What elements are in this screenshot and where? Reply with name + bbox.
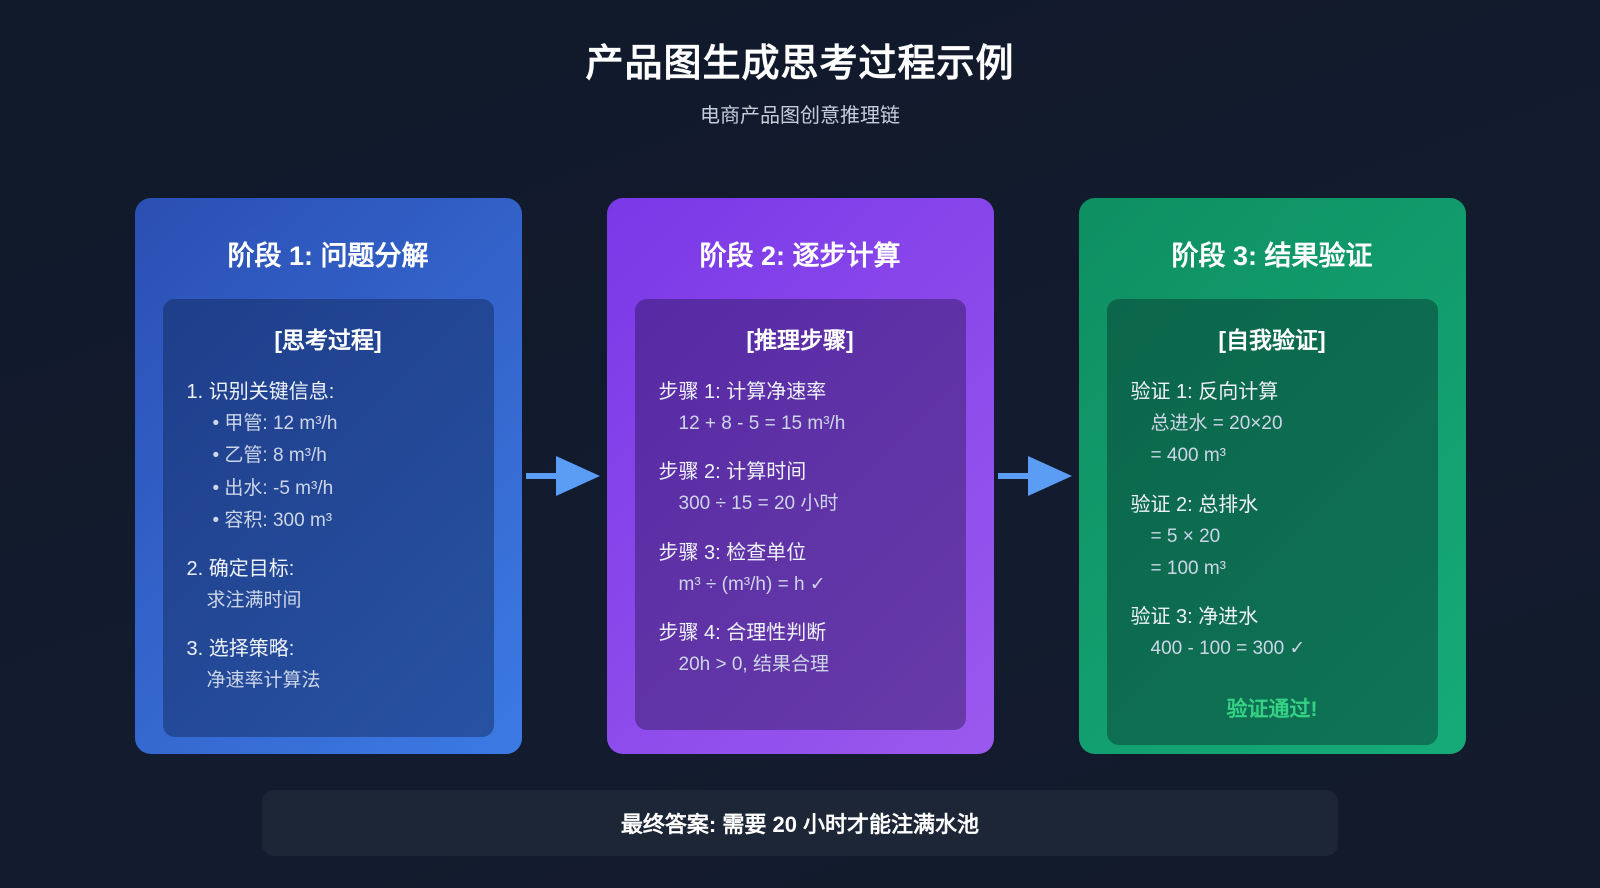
block-heading: 验证 2: 总排水 (1130, 493, 1259, 516)
stage-1-title: 阶段 1: 问题分解 (227, 241, 429, 271)
thought-block: 1. 识别关键信息: • 甲管: 12 m³/h • 乙管: 8 m³/h • … (187, 377, 470, 537)
block-heading: 步骤 3: 检查单位 (658, 541, 807, 564)
thought-block: 2. 确定目标: 求注满时间 (187, 554, 470, 617)
page-header: 产品图生成思考过程示例 电商产品图创意推理链 (0, 0, 1600, 128)
detail-line: 20h > 0, 结果合理 (678, 653, 829, 675)
detail-line: 总进水 = 20×20 (1150, 413, 1283, 434)
stage-2-title: 阶段 2: 逐步计算 (699, 241, 901, 271)
verify-block: 验证 3: 净进水 400 - 100 = 300 ✓ (1131, 602, 1414, 665)
final-answer-text: 最终答案: 需要 20 小时才能注满水池 (620, 812, 980, 837)
final-answer-bar: 最终答案: 需要 20 小时才能注满水池 (262, 790, 1338, 856)
stage-1-panel: [思考过程] 1. 识别关键信息: • 甲管: 12 m³/h • 乙管: 8 … (162, 299, 494, 737)
detail-line: • 乙管: 8 m³/h (212, 445, 327, 467)
block-heading: 步骤 2: 计算时间 (658, 461, 807, 484)
detail-line: • 甲管: 12 m³/h (212, 413, 338, 434)
flow-arrow-2 (994, 198, 1079, 754)
page-subtitle: 电商产品图创意推理链 (700, 105, 900, 127)
stage-2-panel-header: [推理步骤] (746, 327, 854, 353)
page-title: 产品图生成思考过程示例 (585, 43, 1015, 85)
block-heading: 3. 选择策略: (186, 638, 295, 661)
stage-card-decomposition: 阶段 1: 问题分解 [思考过程] 1. 识别关键信息: • 甲管: 12 m³… (134, 198, 522, 754)
stage-3-title: 阶段 3: 结果验证 (1171, 241, 1373, 271)
detail-line: 300 ÷ 15 = 20 小时 (678, 493, 839, 515)
step-block: 步骤 4: 合理性判断 20h > 0, 结果合理 (659, 618, 942, 681)
detail-line: = 400 m³ (1150, 445, 1227, 467)
verification-passed-badge: 验证通过! (1226, 698, 1318, 722)
detail-line: • 出水: -5 m³/h (212, 477, 334, 499)
arrow-right-icon (526, 456, 600, 496)
block-heading: 验证 3: 净进水 (1130, 606, 1259, 629)
stage-card-verification: 阶段 3: 结果验证 [自我验证] 验证 1: 反向计算 总进水 = 20×20… (1078, 198, 1466, 754)
block-heading: 1. 识别关键信息: (186, 381, 335, 403)
step-block: 步骤 1: 计算净速率 12 + 8 - 5 = 15 m³/h (659, 377, 942, 440)
stage-3-panel: [自我验证] 验证 1: 反向计算 总进水 = 20×20 = 400 m³ 验… (1106, 299, 1438, 746)
detail-line: 净速率计算法 (206, 670, 321, 692)
step-block: 步骤 3: 检查单位 m³ ÷ (m³/h) = h ✓ (659, 538, 942, 601)
step-block: 步骤 2: 计算时间 300 ÷ 15 = 20 小时 (659, 457, 942, 520)
stage-card-calculation: 阶段 2: 逐步计算 [推理步骤] 步骤 1: 计算净速率 12 + 8 - 5… (606, 198, 994, 754)
block-heading: 2. 确定目标: (186, 558, 295, 581)
block-heading: 验证 1: 反向计算 (1130, 381, 1279, 403)
stage-flow-row: 阶段 1: 问题分解 [思考过程] 1. 识别关键信息: • 甲管: 12 m³… (0, 198, 1600, 754)
block-heading: 步骤 4: 合理性判断 (658, 621, 827, 644)
stage-1-panel-header: [思考过程] (274, 327, 382, 353)
thought-block: 3. 选择策略: 净速率计算法 (187, 634, 470, 697)
detail-line: • 容积: 300 m³ (212, 509, 333, 531)
stage-3-panel-header: [自我验证] (1218, 327, 1326, 353)
detail-line: = 5 × 20 (1150, 525, 1221, 547)
verify-block: 验证 1: 反向计算 总进水 = 20×20 = 400 m³ (1131, 377, 1414, 473)
verify-block: 验证 2: 总排水 = 5 × 20 = 100 m³ (1131, 490, 1414, 586)
detail-line: = 100 m³ (1150, 557, 1227, 579)
block-heading: 步骤 1: 计算净速率 (658, 381, 827, 403)
flow-arrow-1 (522, 198, 607, 754)
detail-line: 求注满时间 (206, 590, 302, 612)
detail-line: 12 + 8 - 5 = 15 m³/h (678, 413, 846, 434)
arrow-right-icon (998, 456, 1072, 496)
detail-line: m³ ÷ (m³/h) = h ✓ (678, 573, 826, 595)
stage-2-panel: [推理步骤] 步骤 1: 计算净速率 12 + 8 - 5 = 15 m³/h … (634, 299, 966, 730)
detail-line: 400 - 100 = 300 ✓ (1150, 638, 1306, 660)
